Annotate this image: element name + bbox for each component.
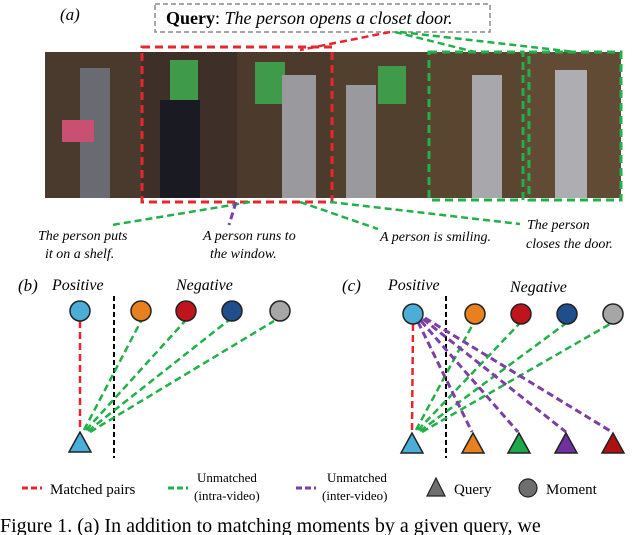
query-box <box>154 3 491 33</box>
panel-c-negative-moment-4 <box>602 303 624 325</box>
panel-c-query <box>399 431 425 454</box>
legend-intra-line1: Unmatched <box>197 470 257 485</box>
figure-caption: Figure 1. (a) In addition to matching mo… <box>0 515 541 535</box>
caption-closes-line2: closes the door. <box>526 237 613 252</box>
panel-b-negative-moment-4 <box>269 300 291 322</box>
panel-c-neg-query-3 <box>553 431 579 454</box>
legend-query: Query <box>454 482 492 498</box>
legend-moment: Moment <box>546 482 598 498</box>
panel-c-negative-moment-2 <box>510 303 532 325</box>
legend-inter-line2: (inter-video) <box>322 488 387 503</box>
panel-b-negative-moment-3 <box>221 300 243 322</box>
legend-matched: Matched pairs <box>50 482 136 498</box>
legend: Matched pairs Unmatched (intra-video) Un… <box>22 470 598 503</box>
panel-b-query <box>67 430 93 453</box>
panel-c-neg-query-1 <box>460 431 486 454</box>
panel-c-negative-moment-1 <box>464 303 486 325</box>
query-text: Query: The person opens a closet door. <box>166 8 453 28</box>
query-label: Query <box>166 8 215 28</box>
panel-b-negative-moment-1 <box>130 300 152 322</box>
caption-smiling: A person is smiling. <box>379 230 491 245</box>
panel-b-negative: Negative <box>175 277 233 294</box>
video-frames <box>45 52 621 198</box>
panel-c-neg-query-2 <box>506 431 532 454</box>
panel-label-c: (c) <box>342 276 361 295</box>
legend-inter-line1: Unmatched <box>327 470 387 485</box>
panel-c-negative: Negative <box>509 279 567 296</box>
panel-b-positive: Positive <box>51 277 104 294</box>
legend-moment-icon <box>518 478 538 498</box>
legend-intra-line2: (intra-video) <box>194 488 260 503</box>
panel-c-positive: Positive <box>387 277 440 294</box>
caption-shelf-line1: The person puts <box>38 229 128 244</box>
query-sentence: The person opens a closet door. <box>225 8 453 28</box>
panel-b-positive-moment <box>69 300 91 322</box>
panel-b-negative-moment-2 <box>175 300 197 322</box>
panel-c-positive-moment <box>402 303 424 325</box>
panel-label-b: (b) <box>18 276 38 295</box>
query-separator: : <box>215 8 220 28</box>
matched-window <box>140 45 334 204</box>
legend-query-icon <box>426 476 446 497</box>
caption-shelf-line2: it on a shelf. <box>45 247 114 262</box>
unmatched-window-1 <box>427 50 525 202</box>
caption-window-line1: A person runs to <box>202 229 296 244</box>
panel-label-a: (a) <box>60 5 80 24</box>
caption-window-line2: the window. <box>210 247 277 262</box>
panel-c-neg-query-4 <box>600 431 626 454</box>
caption-closes-line1: The person <box>527 218 590 233</box>
panel-c-negative-moment-3 <box>556 303 578 325</box>
